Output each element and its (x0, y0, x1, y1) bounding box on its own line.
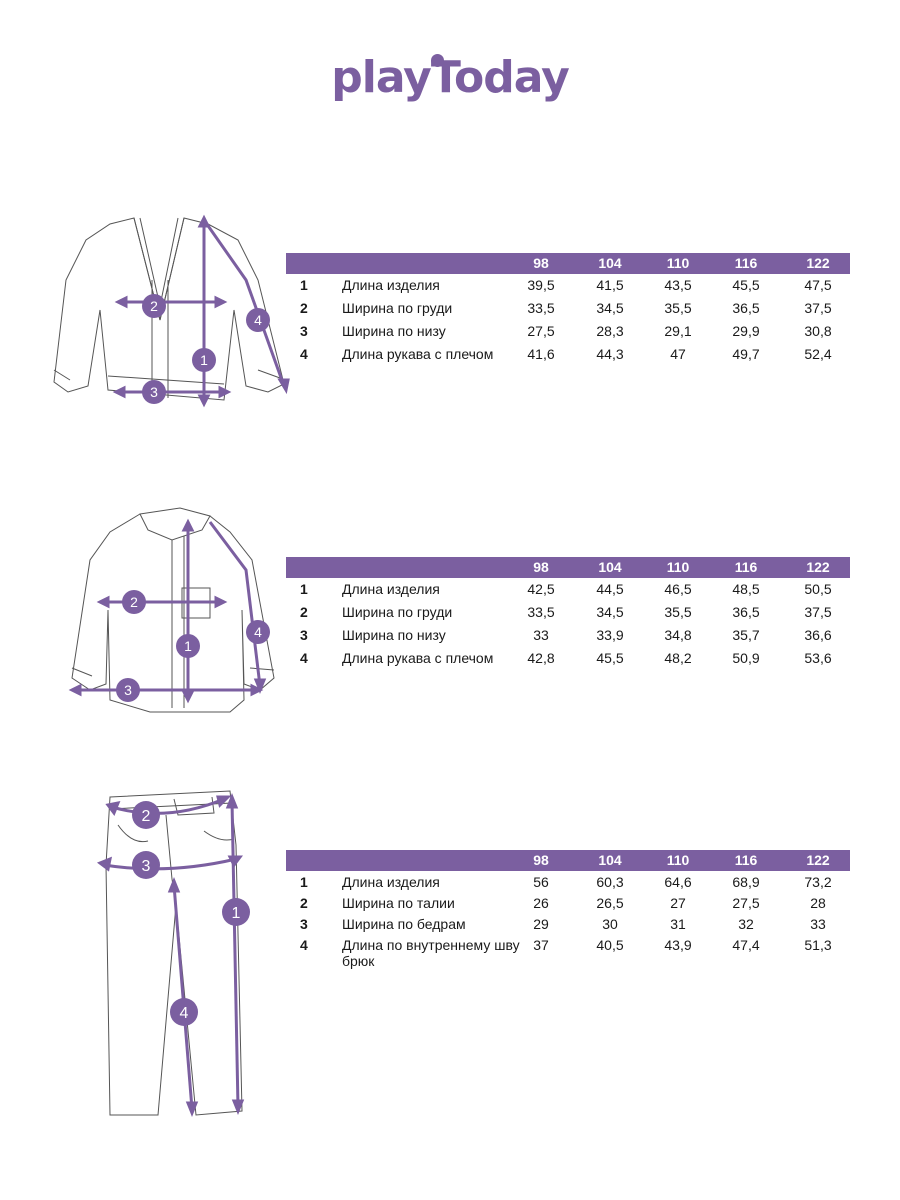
table-row: 4 Длина рукава с плечом 41,6 44,3 47 49,… (300, 346, 832, 362)
table-row: 4 Длина по внутреннему шву брюк 37 40,5 … (300, 937, 832, 969)
table-row: 2 Ширина по талии 26 26,5 27 27,5 28 (300, 895, 826, 911)
svg-text:4: 4 (254, 624, 262, 640)
marker-4-icon: 4 (170, 998, 198, 1026)
logo-text: playToday (331, 52, 570, 103)
marker-1-icon: 1 (222, 898, 250, 926)
size-header-104: 104 (598, 255, 622, 271)
size-header-122: 122 (806, 255, 830, 271)
svg-text:3: 3 (150, 384, 158, 400)
size-table-cardigan: 98 104 110 116 122 1 Длина изделия 39,5 … (286, 253, 850, 366)
marker-2-icon: 2 (122, 590, 146, 614)
table-row: 1 Длина изделия 56 60,3 64,6 68,9 73,2 (300, 874, 832, 890)
table-row: 3 Ширина по низу 27,5 28,3 29,1 29,9 30,… (300, 323, 832, 339)
table-row: 4 Длина рукава с плечом 42,8 45,5 48,2 5… (300, 650, 832, 666)
trousers-illustration: 2 3 1 4 (96, 790, 250, 1118)
svg-text:4: 4 (254, 312, 262, 328)
table-row: 3 Ширина по низу 33 33,9 34,8 35,7 36,6 (300, 627, 832, 643)
table-row: 3 Ширина по бедрам 29 30 31 32 33 (300, 916, 826, 932)
size-header: 98 104 110 116 122 (286, 557, 850, 578)
size-table-trousers: 98 104 110 116 122 1 Длина изделия 56 60… (286, 850, 850, 974)
shirt-illustration: 2 4 1 3 (68, 507, 275, 713)
marker-4-icon: 4 (246, 620, 270, 644)
svg-text:2: 2 (142, 808, 151, 825)
marker-3-icon: 3 (132, 851, 160, 879)
logo-dot-icon (431, 54, 444, 67)
marker-3-icon: 3 (142, 380, 166, 404)
svg-text:3: 3 (124, 682, 132, 698)
size-header: 98 104 110 116 122 (286, 850, 850, 871)
size-header-110: 110 (666, 255, 690, 271)
size-header: 98 104 110 116 122 (286, 253, 850, 274)
marker-1-icon: 1 (176, 634, 200, 658)
svg-text:4: 4 (180, 1005, 189, 1022)
marker-3-icon: 3 (116, 678, 140, 702)
size-header-116: 116 (734, 255, 758, 271)
marker-2-icon: 2 (142, 294, 166, 318)
table-row: 1 Длина изделия 39,5 41,5 43,5 45,5 47,5 (300, 277, 832, 293)
svg-text:2: 2 (130, 594, 138, 610)
brand-logo: playToday (0, 52, 900, 103)
svg-text:2: 2 (150, 298, 158, 314)
marker-4-icon: 4 (246, 308, 270, 332)
svg-text:1: 1 (232, 905, 241, 922)
table-row: 2 Ширина по груди 33,5 34,5 35,5 36,5 37… (300, 604, 832, 620)
table-row: 2 Ширина по груди 33,5 34,5 35,5 36,5 37… (300, 300, 832, 316)
marker-1-icon: 1 (192, 348, 216, 372)
marker-2-icon: 2 (132, 801, 160, 829)
size-table-shirt: 98 104 110 116 122 1 Длина изделия 42,5 … (286, 557, 850, 670)
svg-text:1: 1 (184, 638, 192, 654)
size-header-98: 98 (533, 255, 549, 271)
svg-text:1: 1 (200, 352, 208, 368)
svg-text:3: 3 (142, 858, 151, 875)
table-row: 1 Длина изделия 42,5 44,5 46,5 48,5 50,5 (300, 581, 832, 597)
cardigan-illustration: 2 4 1 3 (53, 214, 290, 408)
